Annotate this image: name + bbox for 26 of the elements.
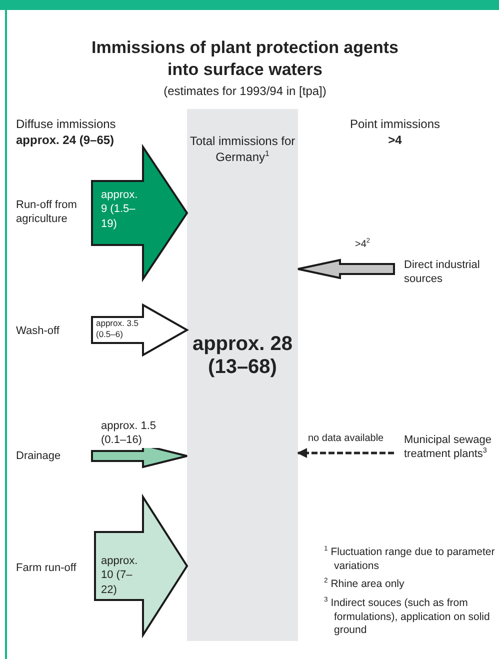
group-value: approx. 24 (9–65) (16, 133, 116, 149)
source-label: Run-off from agriculture (15, 198, 78, 226)
total-value: approx. 28 (13–68) (191, 333, 294, 379)
source-label: Farm run-off (15, 561, 76, 575)
group-heading: Point immissions (348, 117, 442, 133)
edge-label: approx. 9 (1.5–19) (101, 188, 139, 231)
group-value: >4 (387, 133, 403, 149)
edge-label: approx. 3.5 (0.5–6) (96, 318, 140, 340)
band-heading: Total immissions for Germany$^{1}$ (188, 133, 296, 165)
edge-label: approx. 10 (7–22) (101, 554, 139, 597)
source-label: Wash-off (15, 324, 60, 338)
subtitle: (estimates for 1993/94 in [tpa]) (162, 84, 328, 100)
block-arrow (297, 258, 395, 280)
group-heading: Diffuse immissions (16, 117, 117, 133)
total-band (187, 109, 298, 641)
source-label: Municipal sewage treatment plants$^{3}$ (403, 433, 492, 461)
source-label: Direct industrial sources (403, 258, 481, 286)
block-arrow (91, 144, 188, 282)
footnote: $^{3}$ Indirect souces (such as from formulations), application on solid ground (324, 597, 491, 638)
arrow (297, 448, 394, 458)
footnote: $^{1}$ Fluctuation range due to parameter variations (324, 546, 496, 574)
title: Immissions of plant protection agents into surface waters (90, 37, 400, 81)
footnote: $^{2}$ Rhine area only (324, 578, 406, 592)
block-arrow (91, 303, 190, 357)
source-label: Drainage (15, 449, 61, 463)
block-arrow (94, 494, 188, 638)
